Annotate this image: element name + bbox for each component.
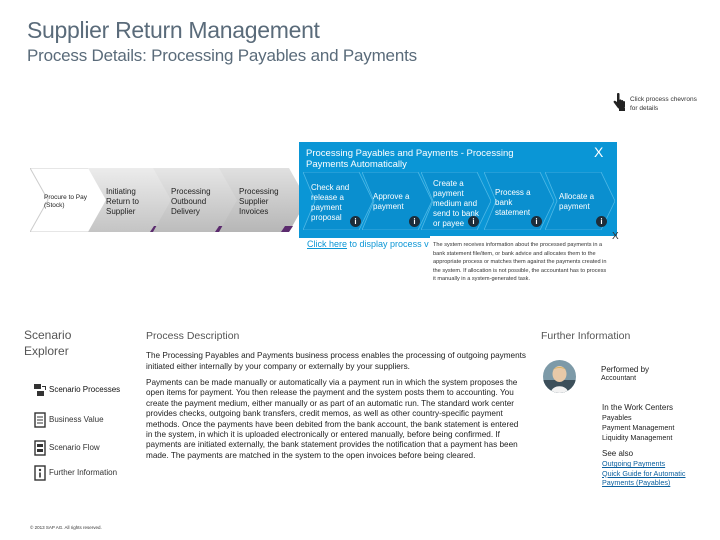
click-here-link[interactable]: Click here bbox=[307, 239, 348, 249]
step-label: Approve a payment bbox=[373, 192, 410, 211]
work-center-item: Payment Management bbox=[602, 423, 675, 432]
step-label: Create a payment medium and send to bank… bbox=[433, 179, 479, 228]
work-centers-label: In the Work Centers bbox=[602, 403, 673, 412]
page-title: Supplier Return Management bbox=[27, 17, 320, 43]
person-avatar-icon bbox=[543, 360, 576, 393]
process-description-title: Process Description bbox=[146, 330, 240, 342]
step-label: Process a bank statement bbox=[495, 188, 531, 217]
step-label: Check and release a payment proposal bbox=[311, 183, 350, 222]
processes-icon bbox=[34, 384, 46, 396]
step-allocate-payment[interactable]: Allocate a payment i bbox=[544, 171, 616, 231]
detail-close-button[interactable]: X bbox=[594, 144, 604, 160]
click-here-suffix: to display process v bbox=[349, 239, 429, 249]
chevron-label: Initiating Return to Supplier bbox=[106, 187, 139, 216]
document-icon bbox=[34, 412, 46, 428]
performed-by-role: Accountant bbox=[601, 375, 637, 382]
popup-text: The system receives information about th… bbox=[433, 242, 607, 282]
info-icon[interactable]: i bbox=[409, 216, 420, 227]
info-icon bbox=[34, 465, 46, 481]
see-also-link[interactable]: Quick Guide for Automatic Payments (Paya… bbox=[602, 468, 686, 488]
work-center-item: Payables bbox=[602, 413, 632, 422]
performed-by-label: Performed by bbox=[601, 365, 650, 374]
info-icon[interactable]: i bbox=[468, 216, 479, 227]
scenario-explorer-title: Scenario Explorer bbox=[24, 328, 72, 358]
step-create-payment-medium[interactable]: Create a payment medium and send to bank… bbox=[420, 171, 492, 231]
chevron-shape-icon bbox=[219, 168, 307, 232]
chevron-procure-to-pay[interactable]: Procure to Pay (Stock) bbox=[30, 168, 110, 232]
hint-text: Click process chevrons for details bbox=[630, 96, 697, 112]
info-icon[interactable]: i bbox=[596, 216, 607, 227]
accountant-avatar bbox=[543, 360, 576, 393]
info-icon[interactable]: i bbox=[350, 216, 361, 227]
chevron-label: Processing Supplier Invoices bbox=[239, 187, 279, 216]
chevron-supplier-invoices[interactable]: Processing Supplier Invoices bbox=[219, 168, 307, 232]
info-icon[interactable]: i bbox=[531, 216, 542, 227]
further-information-title: Further Information bbox=[541, 330, 631, 342]
process-detail-heading: Processing Payables and Payments - Proce… bbox=[306, 148, 514, 170]
see-also-label: See also bbox=[602, 449, 634, 458]
copyright-text: © 2013 SAP AG. All rights reserved. bbox=[30, 525, 102, 530]
chevron-label: Processing Outbound Delivery bbox=[171, 187, 211, 216]
process-description-body: Payments can be made manually or automat… bbox=[146, 378, 519, 460]
step-process-bank-statement[interactable]: Process a bank statement i bbox=[483, 171, 555, 231]
nav-label: Business Value bbox=[49, 415, 104, 424]
chevron-label: Procure to Pay (Stock) bbox=[44, 194, 87, 209]
display-process-link-row: Click here to display process v bbox=[307, 239, 429, 249]
see-also-list: Outgoing Payments Quick Guide for Automa… bbox=[602, 459, 712, 488]
step-label: Allocate a payment bbox=[559, 192, 595, 211]
step-approve-payment[interactable]: Approve a payment i bbox=[361, 171, 433, 231]
process-description-intro: The Processing Payables and Payments bus… bbox=[146, 351, 527, 371]
step-check-release-proposal[interactable]: Check and release a payment proposal i bbox=[302, 171, 374, 231]
nav-label: Scenario Flow bbox=[49, 443, 100, 452]
chevron-outbound-delivery[interactable]: Processing Outbound Delivery bbox=[153, 168, 241, 232]
nav-label: Further Information bbox=[49, 468, 118, 477]
popup-close-button[interactable]: X bbox=[612, 231, 619, 242]
nav-label: Scenario Processes bbox=[49, 385, 121, 394]
work-centers-list: Payables Payment Management Liquidity Ma… bbox=[602, 413, 674, 443]
pointer-hand-icon bbox=[613, 93, 625, 111]
see-also-link[interactable]: Outgoing Payments bbox=[602, 459, 666, 468]
page-subtitle: Process Details: Processing Payables and… bbox=[27, 46, 417, 65]
work-center-item: Liquidity Management bbox=[602, 433, 673, 442]
flow-icon bbox=[34, 440, 46, 456]
chevron-shape-icon bbox=[30, 168, 110, 232]
step-info-popup bbox=[430, 236, 620, 292]
